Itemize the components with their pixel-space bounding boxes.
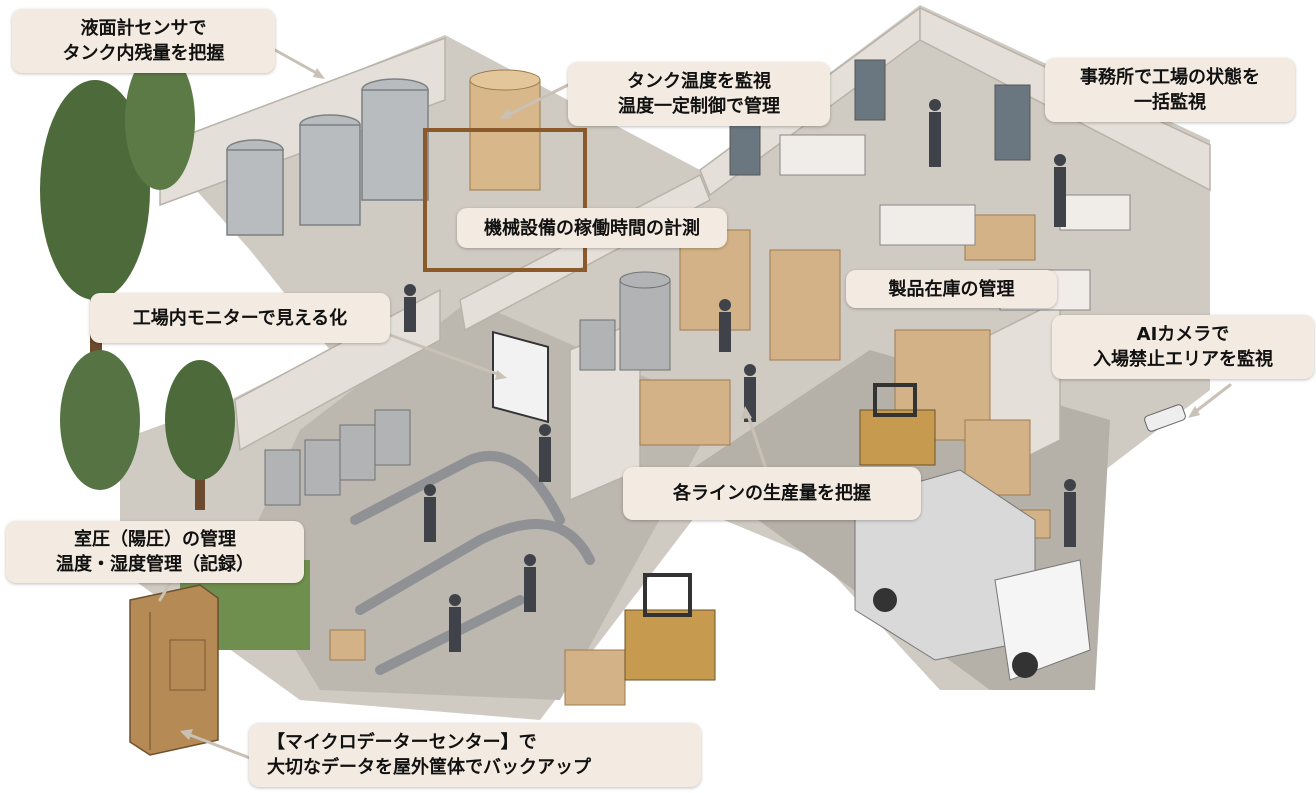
forklifts [624,383,936,681]
callout-office-monitoring: 事務所で工場の状態を 一括監視 [1045,58,1295,122]
storage-tanks [226,78,429,236]
arrowheads [180,68,1200,740]
processing-machines [264,271,671,506]
office-windows [729,59,1031,176]
callout-machine-uptime-line1: 機械設備の稼働時間の計測 [484,217,700,239]
office-desks [779,134,1131,311]
callout-room-pressure-line2: 温度・湿度管理（記録） [56,554,254,575]
callout-room-pressure-line1: 室圧（陽圧）の管理 [74,529,236,550]
callout-arrows [158,48,1232,762]
callout-factory-monitor: 工場内モニターで見える化 [90,293,390,343]
callout-datacenter-line2: 大切なデータを屋外筐体でバックアップ [267,757,591,778]
callout-machine-uptime: 機械設備の稼働時間の計測 [457,208,727,248]
wall-monitor-board [492,330,549,424]
wooden-tank [423,69,587,272]
callout-inventory-line1: 製品在庫の管理 [888,278,1015,300]
callout-production-volume: 各ラインの生産量を把握 [623,467,921,520]
inventory-shelves [329,214,1051,706]
workers [404,99,1076,652]
callout-tank-temp-line2: 温度一定制御で管理 [618,96,780,117]
callout-monitor-line1: 工場内モニターで見える化 [132,307,348,329]
callout-ai-camera-line1: AIカメラで [1136,324,1230,345]
callout-tank-level-line1: 液面計センサで [80,18,207,39]
callout-tank-level-line2: タンク内残量を把握 [62,43,225,64]
callout-room-pressure: 室圧（陽圧）の管理 温度・湿度管理（記録） [6,521,304,583]
callout-tank-level-sensor: 液面計センサで タンク内残量を把握 [12,9,275,73]
callout-tank-temperature: タンク温度を監視 温度一定制御で管理 [568,62,830,126]
callout-micro-datacenter: 【マイクロデーターセンター】で 大切なデータを屋外筐体でバックアップ [249,723,701,787]
callout-office-line2: 一括監視 [1134,92,1206,113]
callout-datacenter-line1: 【マイクロデーターセンター】で [267,732,537,753]
callout-tank-temp-line1: タンク温度を監視 [627,71,771,92]
callout-inventory: 製品在庫の管理 [846,270,1057,308]
callout-ai-camera: AIカメラで 入場禁止エリアを監視 [1052,315,1314,379]
callout-ai-camera-line2: 入場禁止エリアを監視 [1093,349,1273,370]
ai-camera [1144,404,1186,432]
callout-office-line1: 事務所で工場の状態を [1080,67,1260,88]
callout-production-line1: 各ラインの生産量を把握 [673,483,871,504]
micro-data-center-cabinet [129,584,219,756]
